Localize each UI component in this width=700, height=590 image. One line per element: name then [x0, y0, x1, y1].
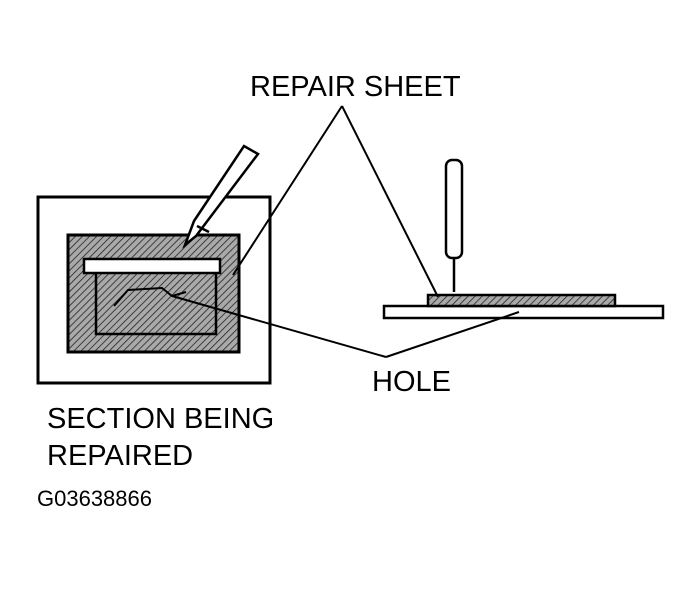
section-label-line1: SECTION BEING: [47, 403, 275, 435]
soldering-tool-right: [444, 158, 464, 292]
leader-repair-sheet-left: [232, 105, 343, 276]
soldering-tool-left: [182, 144, 260, 249]
leader-hole-right: [385, 311, 520, 358]
leader-repair-sheet-right: [341, 105, 439, 298]
section-label-line2: REPAIRED: [47, 440, 194, 472]
hole-label: HOLE: [372, 366, 451, 398]
section-being-repaired-view: [36, 144, 272, 385]
side-view: [382, 158, 665, 320]
repair-sheet-label: REPAIR SHEET: [250, 71, 461, 103]
repair-sheet-side: [426, 293, 617, 308]
figure-code: G03638866: [37, 486, 152, 511]
leader-hole-left: [171, 295, 387, 358]
hole-crack: [113, 286, 187, 307]
base-plate: [382, 304, 665, 320]
leader-lines: [171, 105, 520, 358]
tool-channel: [82, 257, 222, 275]
